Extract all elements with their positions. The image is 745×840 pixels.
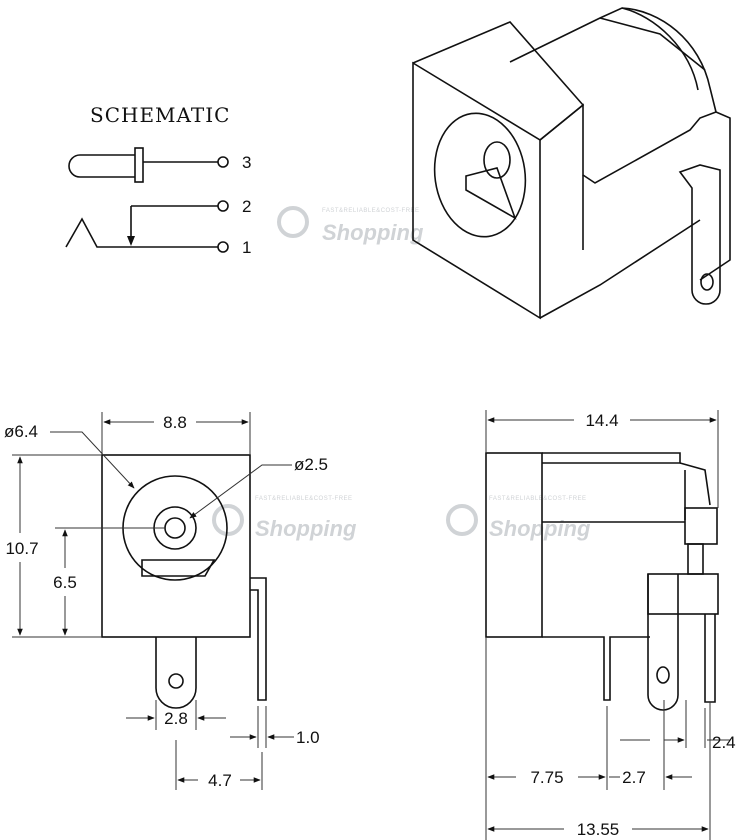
watermark-tagline: FAST&RELIABLE&COST-FREE [322, 208, 420, 214]
front-face [412, 61, 541, 320]
plug-symbol [68, 147, 229, 183]
front-view: 8.8 10.7 6.5 ø6.4 ø2.5 2.8 1.0 [4, 412, 328, 790]
watermark-1: FAST&RELIABLE&COST-FREE Shopping [277, 206, 424, 245]
terminal-3 [217, 156, 229, 168]
watermark-tagline: FAST&RELIABLE&COST-FREE [255, 496, 353, 502]
dim-outer-diameter: ø6.4 [4, 422, 38, 441]
dim-length: 14.4 [585, 411, 618, 430]
side-pin-front [250, 577, 267, 701]
watermark-brand: Shopping [489, 516, 591, 541]
watermark-3: FAST&RELIABLE&COST-FREE Shopping [446, 496, 591, 541]
sleeve-contact [127, 200, 229, 246]
dim-pin-offset: 4.7 [208, 771, 232, 790]
isometric-view [412, 7, 731, 320]
jack-opening [433, 112, 527, 238]
side-barrel [542, 452, 681, 464]
side-tab [678, 164, 721, 305]
dim-pin-diameter: ø2.5 [294, 455, 328, 474]
bottom-pin [155, 637, 197, 709]
dim-pin-offset-2: 2.7 [622, 768, 646, 787]
center-pin [483, 141, 511, 179]
watermark-tagline: FAST&RELIABLE&COST-FREE [489, 496, 587, 502]
front-body [101, 454, 251, 638]
schematic: SCHEMATIC 3 2 1 [65, 103, 251, 257]
dim-height: 10.7 [5, 539, 38, 558]
watermark-brand: Shopping [322, 220, 424, 245]
dim-pin-spacing: 2.8 [164, 709, 188, 728]
side-bottom-pin [647, 574, 679, 711]
dim-pin-offset-1: 7.75 [530, 768, 563, 787]
dim-pin-thickness: 1.0 [296, 728, 320, 747]
tip-contact [65, 217, 229, 253]
pin-label-3: 3 [242, 153, 251, 172]
terminal-2 [217, 200, 229, 212]
side-front-block [485, 452, 543, 638]
center-pin-front [164, 517, 186, 539]
dim-width: 8.8 [163, 413, 187, 432]
dim-center-height: 6.5 [53, 573, 77, 592]
dim-pin-offset-3: 2.4 [712, 733, 736, 752]
pin-label-2: 2 [242, 197, 251, 216]
side-view: 14.4 2.4 7.75 2.7 13.55 [485, 410, 736, 840]
schematic-title: SCHEMATIC [90, 103, 230, 127]
terminal-1 [217, 241, 229, 253]
watermark-brand: Shopping [255, 516, 357, 541]
watermark-2: FAST&RELIABLE&COST-FREE Shopping [212, 496, 357, 541]
pin-label-1: 1 [242, 238, 251, 257]
dim-total-length: 13.55 [577, 820, 620, 839]
